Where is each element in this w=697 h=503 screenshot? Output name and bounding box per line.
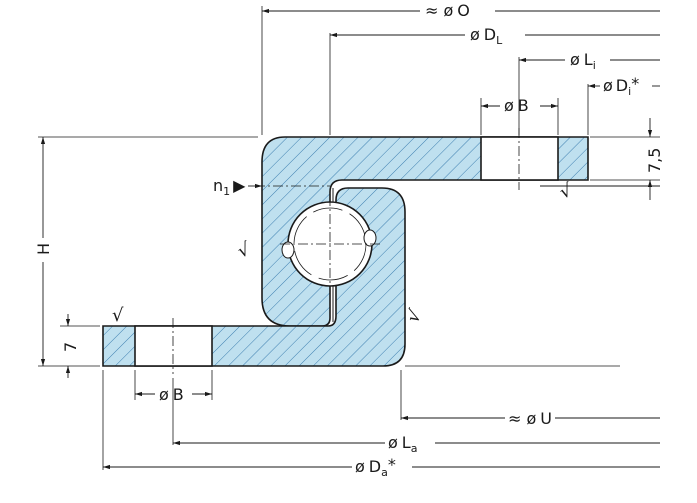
dim-H-label: H	[34, 243, 53, 255]
ball-seal-left	[281, 241, 295, 259]
surface-symbol-3: √	[402, 306, 426, 327]
dim-7-5-label: 7,5	[645, 148, 664, 173]
center-lines	[172, 128, 520, 374]
dimension-lines	[40, 8, 660, 470]
surface-symbol-4: √	[557, 180, 575, 204]
dim-7-label: 7	[61, 342, 80, 352]
inner-bolt-hole	[134, 325, 213, 367]
outer-bolt-hole	[480, 136, 559, 181]
ball-seal-right	[363, 229, 377, 247]
surface-symbol-2: √	[235, 239, 253, 263]
marker-n1-label: n1▶	[213, 176, 246, 198]
surface-symbol-1: √	[112, 305, 124, 326]
